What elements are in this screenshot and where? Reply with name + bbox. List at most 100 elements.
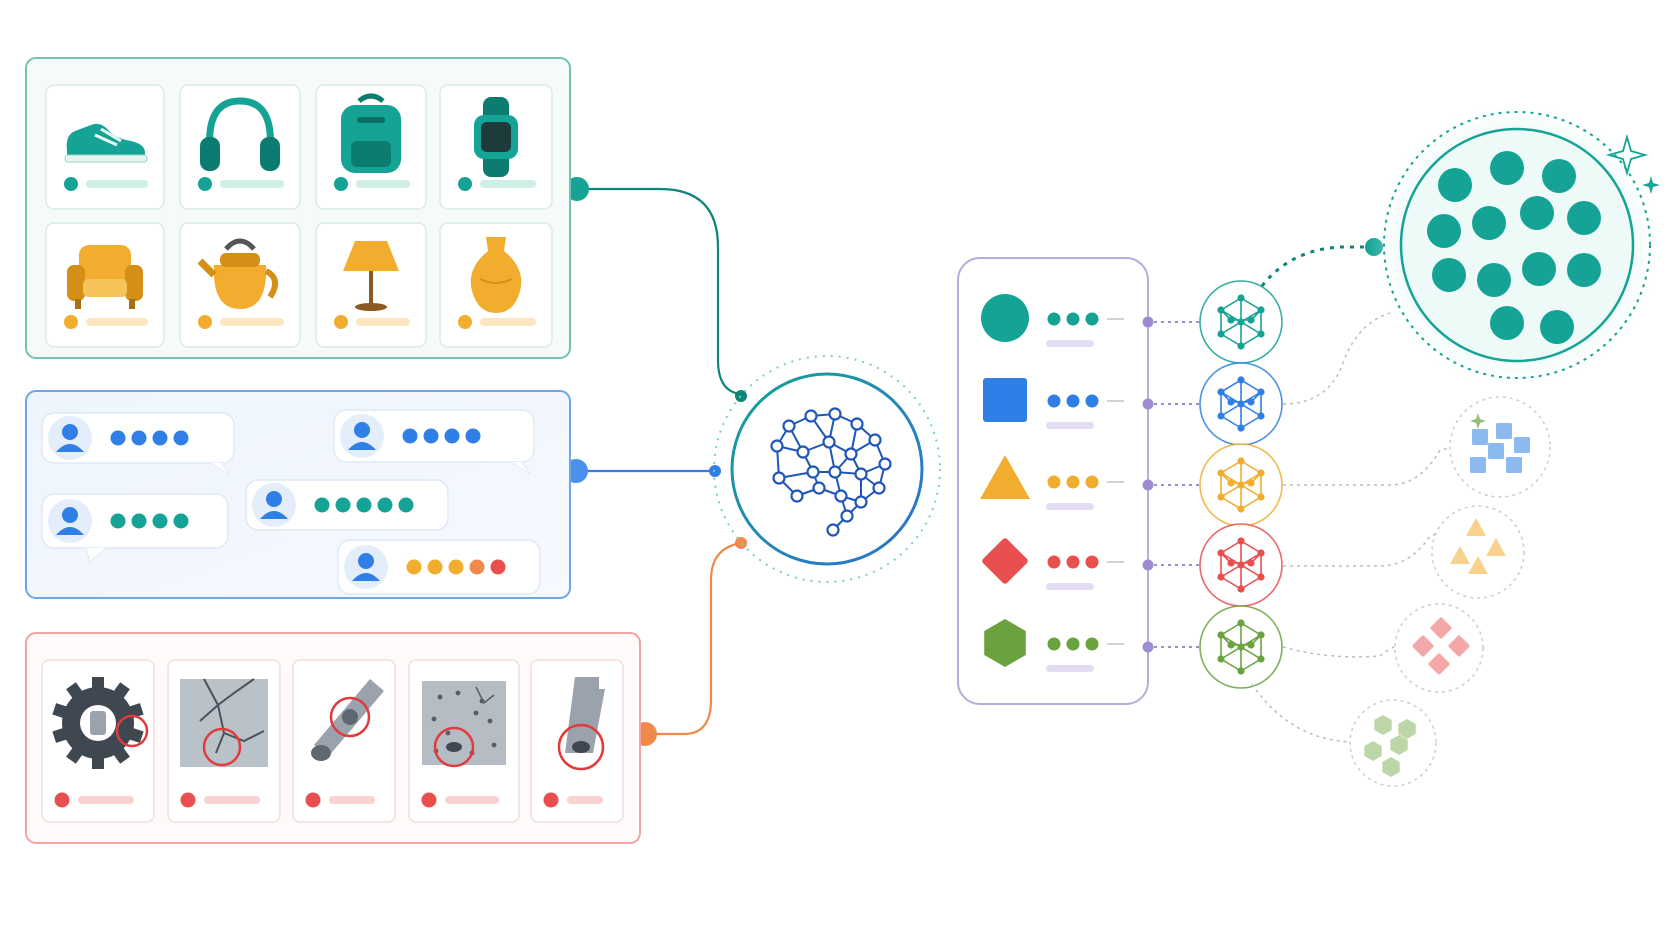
user-avatar-icon: [48, 499, 92, 543]
user-avatar-icon: [340, 414, 384, 458]
feature-dot: [1085, 312, 1099, 326]
placeholder-line: [356, 180, 410, 188]
message-dot: [406, 559, 422, 575]
message-bubble: [41, 493, 229, 563]
message-dot: [335, 497, 351, 513]
cluster-member: [1468, 556, 1488, 574]
message-bubble: [333, 409, 535, 475]
status-dot: [421, 792, 437, 808]
category-row: [984, 619, 1124, 672]
product-catalog-panel: [25, 57, 571, 359]
cluster-links: [1142, 238, 1461, 743]
embedding-port: [1142, 641, 1154, 653]
feature-dot: [1047, 555, 1061, 569]
network-graph-icon: [1199, 280, 1283, 364]
cluster-member: [1382, 757, 1400, 777]
placeholder-line: [480, 318, 536, 326]
user-avatar-icon: [252, 483, 296, 527]
defect-inspection-panel: [25, 632, 641, 844]
status-dot: [198, 315, 212, 329]
cluster-member: [1427, 214, 1461, 248]
defect-card: [167, 659, 281, 823]
message-dot: [444, 428, 460, 444]
feature-dot: [1047, 312, 1061, 326]
message-dot: [110, 430, 126, 446]
model-input-port-orange: [735, 537, 747, 549]
placeholder-line: [1046, 340, 1094, 347]
cluster-member: [1477, 263, 1511, 297]
square-shape-icon: [983, 378, 1027, 422]
feature-dot: [1066, 312, 1080, 326]
message-dot: [152, 513, 168, 529]
cluster-link: [1283, 529, 1449, 567]
cluster-member: [1428, 653, 1450, 675]
kettle-icon: [197, 238, 279, 309]
product-card: [45, 222, 165, 348]
sneaker-icon: [64, 123, 148, 163]
cluster-member: [1490, 306, 1524, 340]
message-dot: [173, 430, 189, 446]
placeholder-line: [220, 318, 284, 326]
gear-defect-icon: [52, 677, 149, 769]
connector-catalog-to-model: [553, 187, 741, 396]
network-graph-icon: [1199, 523, 1283, 607]
triangle-shape-icon: [980, 455, 1030, 499]
cluster-member: [1486, 538, 1506, 556]
message-dot: [490, 559, 506, 575]
defect-card: [530, 659, 624, 823]
circle-shape-icon: [981, 294, 1029, 342]
message-dot: [131, 513, 147, 529]
pitted-surface-icon: [422, 681, 506, 768]
smartwatch-icon: [474, 97, 518, 177]
connector-defects-to-model: [644, 541, 742, 736]
placeholder-line: [480, 180, 536, 188]
cluster-member: [1374, 715, 1392, 735]
message-bubble: [41, 412, 235, 476]
category-row: [982, 538, 1124, 590]
product-card: [439, 222, 553, 348]
feature-dot: [1066, 394, 1080, 408]
placeholder-line: [1046, 422, 1094, 429]
status-dot: [54, 792, 70, 808]
placeholder-line: [86, 318, 148, 326]
embedding-port: [1142, 398, 1154, 410]
message-dot: [110, 513, 126, 529]
cluster-member: [1390, 735, 1408, 755]
defect-card: [292, 659, 396, 823]
category-row: [981, 294, 1124, 347]
message-dot: [465, 428, 481, 444]
cluster-member: [1506, 457, 1522, 473]
neural-network-brain-icon: [770, 407, 892, 537]
product-card: [439, 84, 553, 210]
cluster-link: [1260, 245, 1374, 287]
placeholder-line: [356, 318, 410, 326]
product-card: [179, 222, 301, 348]
diamond-shape-icon: [982, 538, 1028, 584]
placeholder-line: [1046, 665, 1094, 672]
red-diamond-cluster: [1394, 603, 1484, 693]
cluster-member: [1488, 443, 1504, 459]
placeholder-line: [567, 796, 603, 804]
cluster-link: [1282, 311, 1395, 405]
status-dot: [334, 315, 348, 329]
model-input-port-teal: [735, 390, 747, 402]
placeholder-line: [78, 796, 134, 804]
cluster-member: [1412, 635, 1434, 657]
cluster-member: [1514, 437, 1530, 453]
message-dot: [423, 428, 439, 444]
product-card: [315, 84, 427, 210]
message-dot: [152, 430, 168, 446]
message-dot: [427, 559, 443, 575]
bracket-defect-icon: [557, 677, 605, 771]
placeholder-line: [1046, 503, 1094, 510]
category-row: [980, 455, 1124, 510]
category-embedding-card: [957, 257, 1149, 705]
cluster-member: [1448, 635, 1470, 657]
hexagon-shape-icon: [984, 619, 1026, 667]
cluster-member: [1364, 741, 1382, 761]
status-dot: [334, 177, 348, 191]
vase-icon: [470, 237, 522, 313]
message-bubble: [337, 539, 541, 595]
cracked-surface-icon: [180, 678, 268, 767]
